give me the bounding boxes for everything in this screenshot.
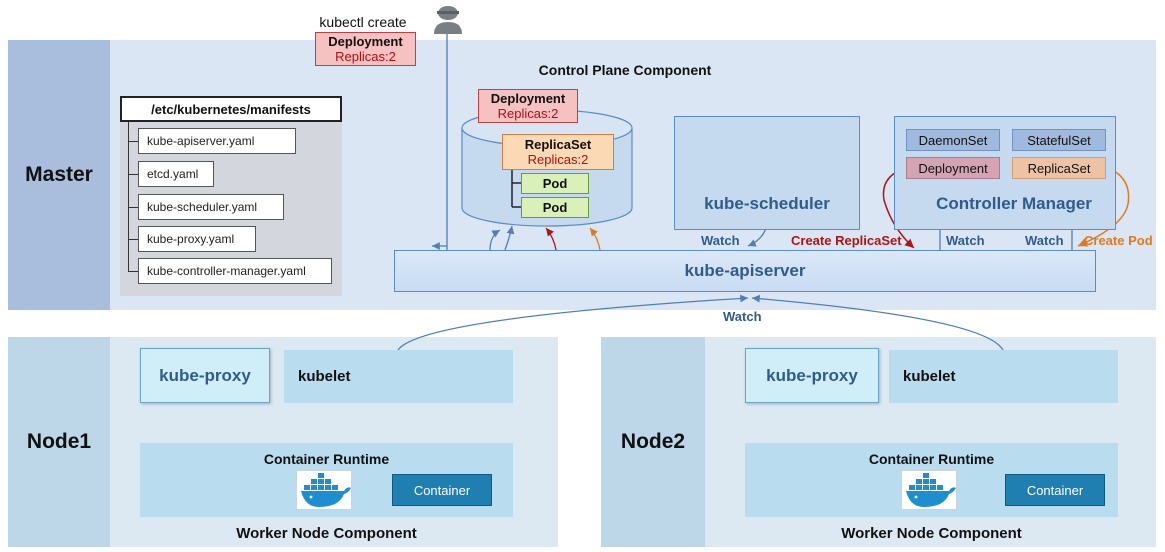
watch-label-cm-2: Watch (1025, 233, 1064, 248)
node2-docker-whale-icon (901, 470, 957, 510)
watch-label-scheduler: Watch (701, 233, 740, 248)
apiserver-etcd-pod-arrow (589, 227, 601, 251)
node2-kubelet: kubelet (889, 350, 1118, 403)
control-plane-title: Control Plane Component (538, 62, 712, 78)
node1-worker-node-label: Worker Node Component (236, 525, 417, 542)
create-replicaset-arrow (882, 167, 915, 249)
manifest-file-item: kube-apiserver.yaml (138, 128, 296, 154)
cm-daemonset: DaemonSet (906, 129, 1000, 151)
tree-branch (128, 239, 138, 240)
node1-docker-whale-icon (296, 470, 352, 510)
node2-container-box: Container (1005, 474, 1105, 506)
tree-branch (128, 141, 138, 142)
manifest-file-item: kube-controller-manager.yaml (138, 258, 332, 284)
node1-kubelet: kubelet (284, 350, 513, 403)
node2-side-panel: Node2 (601, 337, 705, 547)
apiserver-etcd-replicaset-arrow (545, 227, 557, 251)
node1-kube-proxy: kube-proxy (140, 348, 270, 403)
etcd-replicaset-box: ReplicaSet Replicas:2 (502, 134, 614, 170)
node1-kubelet-watch-arrow (397, 294, 749, 351)
kubectl-create-label: kubectl create (319, 14, 407, 30)
node2-kube-proxy: kube-proxy (745, 348, 879, 403)
kubectl-deployment-box: Deployment Replicas:2 (315, 32, 416, 66)
node1-container-box: Container (392, 474, 492, 506)
create-replicaset-label: Create ReplicaSet (791, 233, 902, 248)
node1-label: Node1 (26, 430, 92, 453)
replicaset-pod-connector (511, 170, 521, 208)
user-icon (428, 2, 468, 34)
etcd-deployment-replicas: Replicas:2 (497, 106, 559, 121)
scheduler-watch-arrow (747, 227, 767, 247)
cm-statefulset: StatefulSet (1012, 129, 1106, 151)
etcd-pod-box: Pod (521, 173, 589, 194)
etcd-deployment-box: Deployment Replicas:2 (478, 89, 578, 123)
manifests-title: /etc/kubernetes/manifests (120, 96, 342, 122)
etcd-pod-box: Pod (521, 197, 589, 218)
create-pod-label: Create Pod (1084, 233, 1153, 248)
tree-branch (128, 271, 138, 272)
master-side-panel: Master (8, 40, 110, 310)
deployment-title: Deployment (328, 34, 403, 49)
apiserver-etcd-arrow (489, 229, 501, 251)
node2-worker-node-label: Worker Node Component (841, 525, 1022, 542)
tree-branch (128, 207, 138, 208)
tree-line (128, 122, 129, 272)
node2-label: Node2 (620, 430, 686, 453)
deployment-replicas: Replicas:2 (335, 49, 396, 64)
apiserver-etcd-arrow (504, 225, 515, 251)
cm-deployment: Deployment (906, 157, 1000, 179)
kube-scheduler-label: kube-scheduler (704, 194, 830, 213)
replicaset-replicas: Replicas:2 (527, 152, 589, 167)
etcd-deployment-title: Deployment (490, 91, 566, 106)
tree-branch (128, 174, 138, 175)
watch-label-cm-1: Watch (946, 233, 985, 248)
kube-apiserver-box: kube-apiserver (394, 250, 1096, 292)
kube-scheduler-box (674, 116, 860, 230)
create-pod-arrow (1077, 167, 1130, 247)
cm-replicaset: ReplicaSet (1012, 157, 1106, 179)
node1-side-panel: Node1 (8, 337, 110, 547)
manifest-file-item: etcd.yaml (138, 161, 214, 187)
node2-container-runtime-label: Container Runtime (868, 451, 995, 467)
manifest-file-item: kube-scheduler.yaml (138, 194, 284, 220)
replicaset-title: ReplicaSet (524, 137, 592, 152)
master-label: Master (25, 163, 93, 186)
node1-container-runtime-label: Container Runtime (263, 451, 390, 467)
manifest-file-item: kube-proxy.yaml (138, 226, 256, 252)
node2-kubelet-watch-arrow (751, 294, 1004, 351)
watch-label-nodes: Watch (723, 309, 762, 324)
controller-manager-label: Controller Manager (936, 194, 1092, 213)
